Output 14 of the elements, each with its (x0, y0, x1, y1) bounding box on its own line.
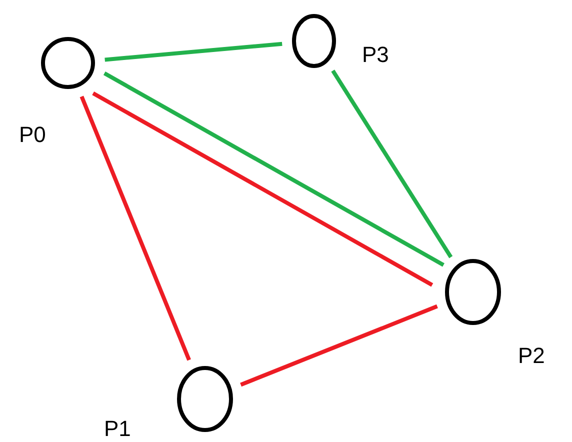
connector-line (92, 92, 434, 287)
node-label: P3 (362, 44, 389, 66)
circle-node (445, 259, 501, 325)
circle-node (292, 14, 336, 68)
connector-line (80, 96, 191, 361)
node-label: P0 (19, 124, 46, 146)
circle-node (41, 37, 95, 89)
node-label: P1 (104, 418, 131, 440)
connector-line (103, 72, 444, 267)
connector-line (240, 304, 438, 387)
node-label: P2 (518, 345, 545, 367)
circle-node (177, 366, 233, 432)
connector-line (104, 42, 282, 62)
connector-line (331, 70, 453, 258)
